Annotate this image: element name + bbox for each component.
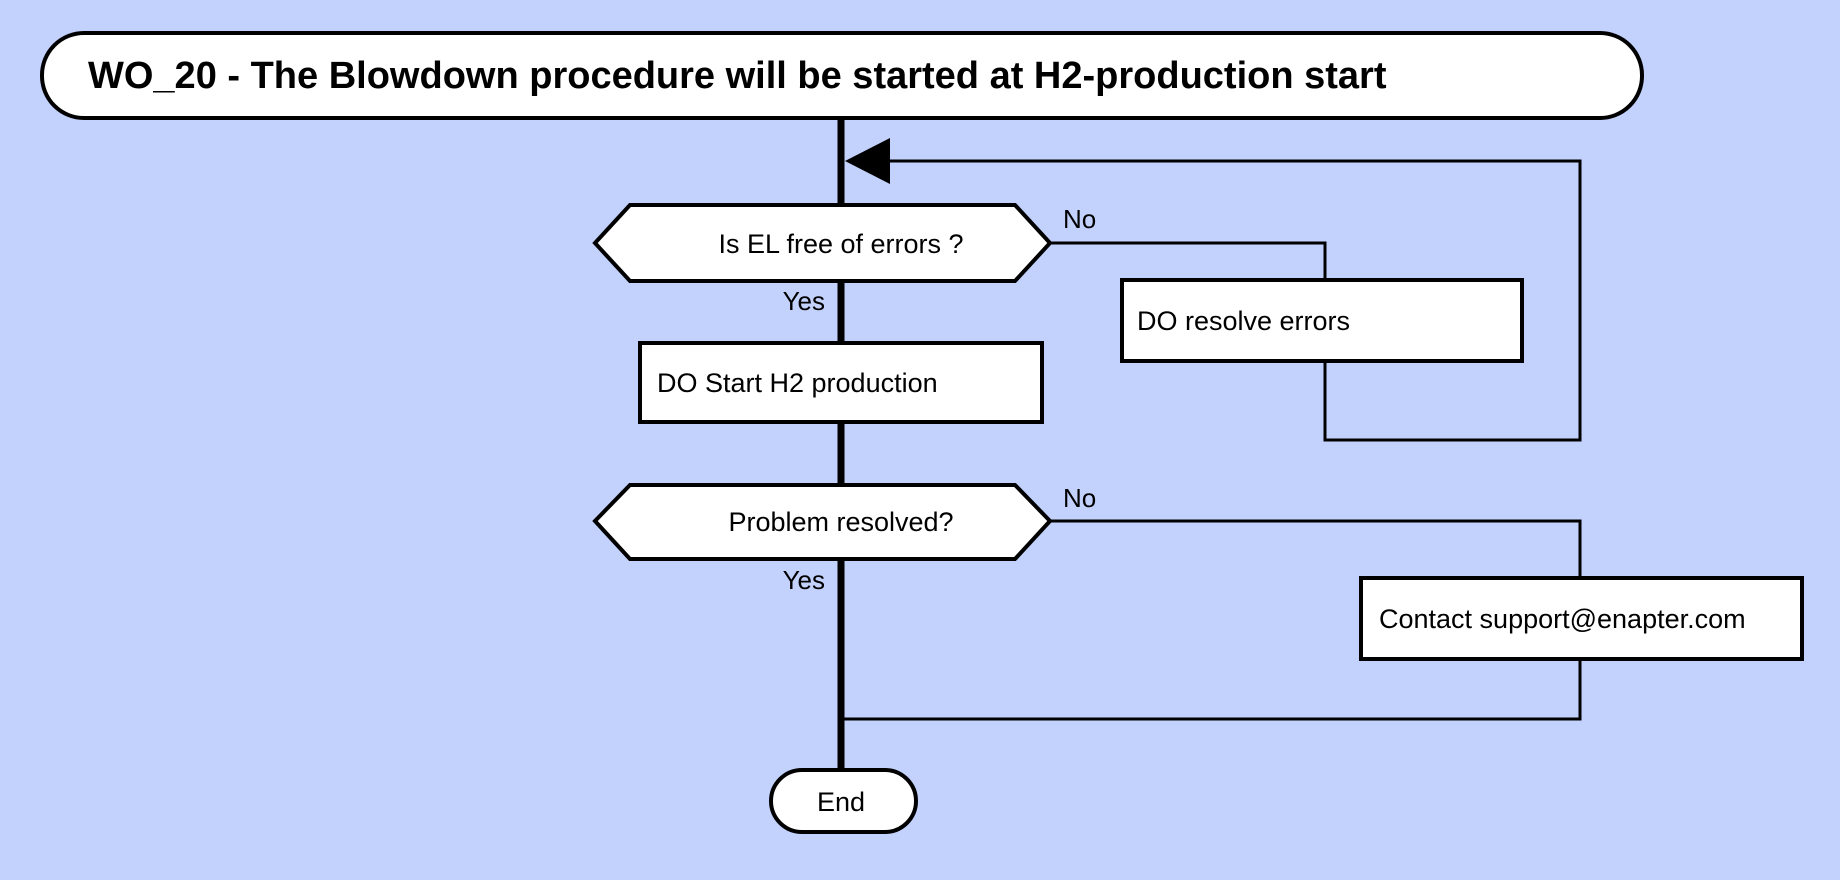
edge-contact-support-to-end-path: [841, 659, 1582, 721]
decision-errors-shape: [592, 203, 1053, 283]
end-node-shape: [769, 768, 918, 834]
edge-problem-no-path: [1050, 519, 1582, 578]
arrowhead-loop-return-icon: [845, 138, 890, 184]
action-resolve-errors-label: DO resolve errors: [1137, 306, 1350, 336]
branch-label-problem-yes: Yes: [783, 565, 825, 595]
decision-errors-label: Is EL free of errors ?: [718, 229, 963, 259]
end-node-label: End: [817, 787, 865, 817]
node-decision-errors[interactable]: Is EL free of errors ?: [592, 203, 1053, 283]
edge-resolve-errors-loopback-path: [885, 159, 1582, 442]
action-contact-support-label: Contact support@enapter.com: [1379, 604, 1746, 634]
node-start[interactable]: WO_20 - The Blowdown procedure will be s…: [40, 31, 1644, 120]
edge-no-branch-resolve-errors: [885, 159, 1582, 442]
node-action-resolve-errors[interactable]: DO resolve errors: [1120, 278, 1524, 363]
node-decision-problem[interactable]: Problem resolved?: [592, 483, 1053, 561]
branch-label-errors-no: No: [1063, 204, 1096, 234]
decision-problem-shape: [592, 483, 1053, 561]
action-start-h2-shape: [638, 341, 1044, 424]
node-action-contact-support[interactable]: Contact support@enapter.com: [1359, 576, 1804, 661]
branch-label-errors-yes: Yes: [783, 286, 825, 316]
action-contact-support-shape: [1359, 576, 1804, 661]
node-action-start-h2[interactable]: DO Start H2 production: [638, 341, 1044, 424]
start-node-shape: [40, 31, 1644, 120]
branch-label-problem-no: No: [1063, 483, 1096, 513]
action-start-h2-label: DO Start H2 production: [657, 368, 938, 398]
node-end[interactable]: End: [769, 768, 918, 834]
start-node-label: WO_20 - The Blowdown procedure will be s…: [88, 55, 1387, 97]
decision-problem-label: Problem resolved?: [728, 507, 953, 537]
edge-no-branch-contact-support: [841, 519, 1582, 721]
edge-errors-no-path: [1050, 241, 1327, 280]
action-resolve-errors-shape: [1120, 278, 1524, 363]
